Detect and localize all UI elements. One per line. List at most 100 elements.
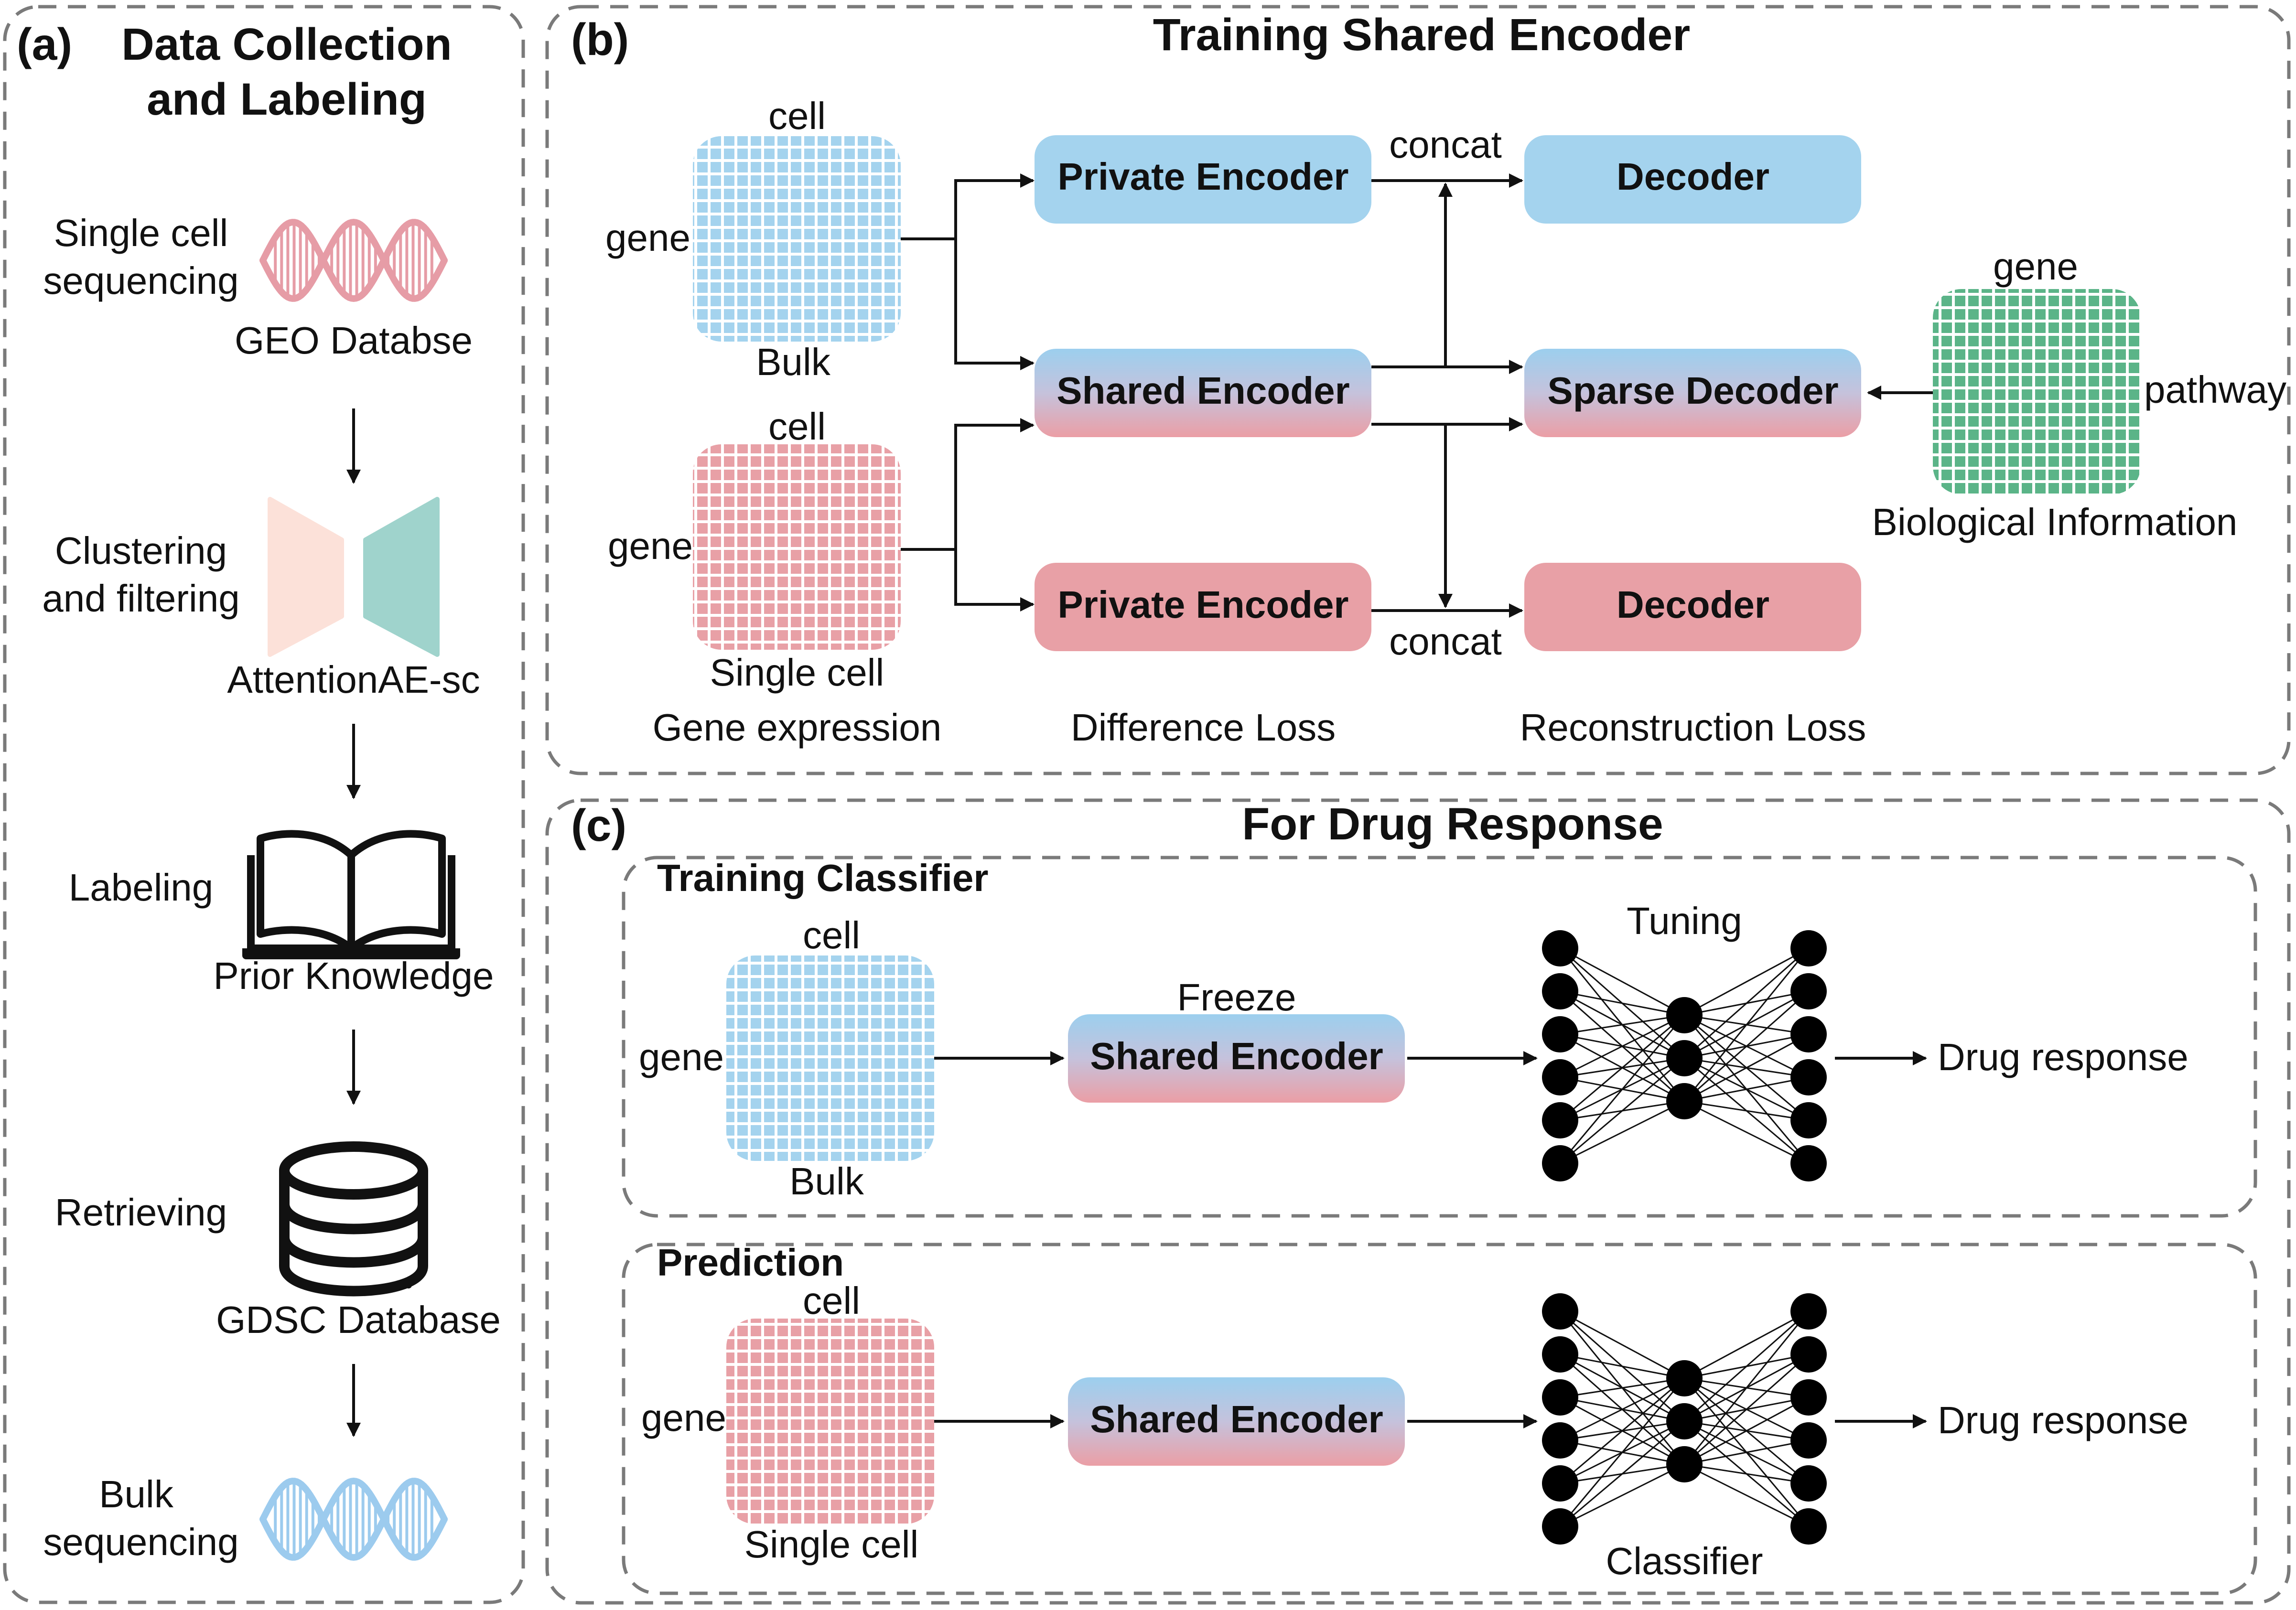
private-encoder-sc-label: Private Encoder — [1057, 583, 1348, 626]
prediction-box — [622, 1243, 2257, 1595]
training-classifier-title: Training Classifier — [657, 857, 989, 899]
prediction-net-hidden-node — [1666, 1446, 1703, 1482]
prediction-shared-encoder-label: Shared Encoder — [1090, 1398, 1383, 1440]
prediction-net-input-node — [1542, 1293, 1578, 1330]
prediction-net-input-node — [1542, 1465, 1578, 1502]
training-classifier-box — [622, 856, 2257, 1218]
prediction-net-output-node — [1790, 1422, 1827, 1459]
concat-bottom-label: concat — [1389, 620, 1502, 663]
prediction-net-hidden-node — [1666, 1360, 1703, 1396]
prediction-net-input-node — [1542, 1379, 1578, 1416]
panel-b-border — [545, 5, 2291, 775]
private-encoder-sc — [1035, 563, 1371, 651]
training-net-input-node — [1542, 1145, 1578, 1181]
caption-attentionae-sc: AttentionAE-sc — [227, 658, 480, 701]
footer-gene-expression: Gene expression — [653, 706, 942, 749]
sc-matrix-top-label: cell — [768, 405, 826, 448]
panel-a-border — [3, 5, 525, 1604]
training-net-output-node — [1790, 930, 1827, 966]
bulk-matrix-left-label: gene — [605, 216, 690, 259]
sparse-decoder-label: Sparse Decoder — [1547, 369, 1838, 412]
training-output-label: Drug response — [1938, 1036, 2188, 1078]
training-net-hidden-node — [1666, 1040, 1703, 1076]
bulk-matrix-top-label: cell — [768, 95, 826, 137]
training-shared-encoder-label: Shared Encoder — [1090, 1035, 1383, 1077]
training-net-hidden-node — [1666, 1083, 1703, 1119]
concat-top-label: concat — [1389, 123, 1502, 166]
prediction-net-output-node — [1790, 1508, 1827, 1545]
decoder-sc — [1524, 563, 1861, 651]
bio-matrix-top-label: gene — [1993, 245, 2078, 288]
training-matrix-top-label: cell — [803, 914, 860, 956]
panel-c-border — [545, 798, 2291, 1605]
database-icon — [279, 1141, 428, 1297]
training-net-input-node — [1542, 1016, 1578, 1052]
prediction-matrix-top-label: cell — [803, 1279, 860, 1322]
footer-difference-loss: Difference Loss — [1071, 706, 1336, 749]
training-net-input-node — [1542, 1102, 1578, 1138]
caption-geo-database: GEO Databse — [235, 319, 473, 362]
prediction-net-output-node — [1790, 1293, 1827, 1330]
step-label-clustering-line1: Clustering — [55, 529, 227, 572]
decoder-bulk-label: Decoder — [1617, 155, 1769, 198]
step-label-sc-seq-line1: Single cell — [54, 212, 228, 254]
step-label-labeling: Labeling — [69, 866, 214, 909]
panel-a-title-line2: and Labeling — [147, 74, 427, 125]
prediction-net-input-node — [1542, 1422, 1578, 1459]
panel-b-title: Training Shared Encoder — [1153, 10, 1690, 60]
classifier-label: Classifier — [1606, 1540, 1763, 1582]
bulk-branch-line — [901, 173, 1035, 240]
step-label-bulk-seq-line2: sequencing — [43, 1521, 238, 1563]
panel-c-title: For Drug Response — [1242, 799, 1663, 849]
dna-blue-icon — [259, 1477, 448, 1561]
training-net-output-node — [1790, 1016, 1827, 1052]
bulk-matrix-bottom-label: Bulk — [756, 341, 831, 383]
footer-reconstruction-loss: Reconstruction Loss — [1520, 706, 1866, 749]
prediction-net-input-node — [1542, 1336, 1578, 1373]
sc-matrix-bottom-label: Single cell — [710, 651, 884, 694]
decoder-bulk — [1524, 135, 1861, 224]
bulk-matrix — [693, 136, 901, 342]
panel-a-title-line1: Data Collection — [121, 19, 452, 70]
training-net-input-node — [1542, 973, 1578, 1009]
sc-matrix-left-label: gene — [608, 525, 693, 567]
bulk-to-shared-line — [954, 239, 1035, 370]
dna-pink-icon — [259, 218, 448, 302]
prediction-title: Prediction — [657, 1241, 844, 1284]
training-net-input-node — [1542, 930, 1578, 966]
training-matrix-left-label: gene — [639, 1036, 724, 1078]
prediction-net-output-node — [1790, 1379, 1827, 1416]
prediction-network — [1542, 1293, 1827, 1545]
training-shared-encoder — [1068, 1014, 1405, 1103]
prediction-sc-matrix — [726, 1319, 934, 1524]
bio-matrix-bottom-label: Biological Information — [1872, 501, 2238, 543]
shared-encoder-b — [1035, 349, 1371, 437]
private-encoder-bulk — [1035, 135, 1371, 224]
sparse-decoder — [1524, 349, 1861, 437]
step-label-clustering-line2: and filtering — [42, 577, 240, 620]
prediction-net-input-node — [1542, 1508, 1578, 1545]
autoencoder-icon — [268, 497, 440, 657]
prediction-matrix-left-label: gene — [641, 1396, 726, 1439]
caption-prior-knowledge: Prior Knowledge — [214, 955, 494, 997]
sc-matrix — [693, 444, 901, 650]
bio-info-matrix — [1933, 289, 2141, 494]
panel-b-tag: (b) — [571, 14, 629, 65]
bio-matrix-right-label: pathway — [2144, 368, 2286, 411]
sc-to-private-line — [954, 549, 1035, 612]
prediction-shared-encoder — [1068, 1377, 1405, 1466]
decoder-sc-label: Decoder — [1617, 583, 1769, 626]
prediction-net-output-node — [1790, 1336, 1827, 1373]
panel-c-tag: (c) — [571, 800, 626, 851]
training-net-output-node — [1790, 1145, 1827, 1181]
shared-encoder-b-label: Shared Encoder — [1056, 369, 1350, 412]
book-icon — [242, 830, 460, 959]
caption-gdsc-database: GDSC Database — [216, 1299, 501, 1341]
step-label-bulk-seq-line1: Bulk — [99, 1473, 174, 1515]
step-label-retrieving: Retrieving — [55, 1191, 227, 1234]
sc-branch-line — [901, 418, 1035, 551]
training-net-output-node — [1790, 1059, 1827, 1095]
training-bulk-matrix — [726, 955, 934, 1161]
training-net-hidden-node — [1666, 997, 1703, 1033]
